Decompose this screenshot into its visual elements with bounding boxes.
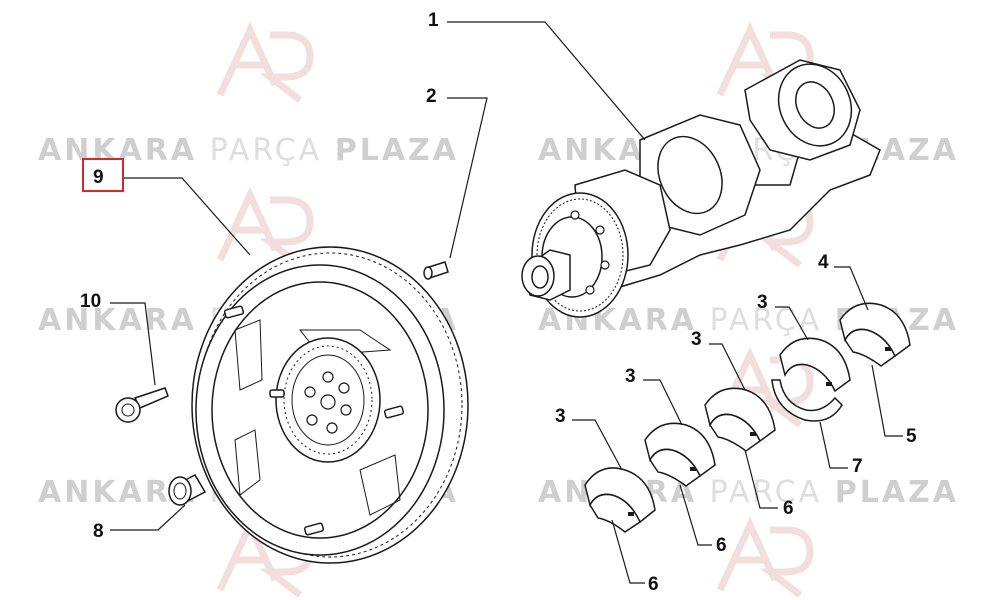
watermark-row: ANKARA PARÇA PLAZA bbox=[38, 133, 459, 168]
callout-label: 3 bbox=[757, 292, 768, 313]
bearing-shell bbox=[839, 302, 911, 367]
bearing-shell bbox=[704, 387, 776, 452]
callout-labels: 1 2 9 10 8 4 3 3 3 3 5 7 6 6 6 bbox=[80, 10, 917, 595]
watermark-logo-icon bbox=[216, 186, 314, 268]
callout-label: 5 bbox=[906, 426, 917, 447]
callout-label: 10 bbox=[80, 291, 101, 312]
part-bushing bbox=[168, 474, 207, 506]
bearing-shell bbox=[584, 467, 656, 533]
callout-label: 1 bbox=[428, 10, 439, 31]
callout-label: 2 bbox=[426, 86, 437, 107]
callout-label: 3 bbox=[691, 329, 702, 350]
callout-highlight-box bbox=[82, 158, 124, 192]
callout-label: 4 bbox=[818, 252, 829, 273]
part-dowel-pin bbox=[423, 261, 449, 280]
watermark-logo-icon bbox=[716, 516, 814, 598]
callout-label: 9 bbox=[93, 167, 104, 188]
bearing-shell-thrust bbox=[771, 337, 851, 422]
callout-label: 6 bbox=[716, 535, 727, 556]
part-bearing-shells bbox=[584, 302, 911, 533]
part-flywheel bbox=[191, 246, 469, 564]
part-crankshaft bbox=[521, 59, 881, 318]
callout-label: 3 bbox=[555, 406, 566, 427]
leader-lines bbox=[110, 21, 903, 584]
callout-label: 7 bbox=[852, 456, 863, 477]
callout-label: 8 bbox=[93, 521, 104, 542]
watermark-logo-icon bbox=[216, 21, 314, 103]
bearing-shell bbox=[644, 422, 716, 487]
callout-label: 6 bbox=[783, 498, 794, 519]
callout-label: 3 bbox=[625, 366, 636, 387]
callout-label: 6 bbox=[648, 574, 659, 595]
part-bolt bbox=[115, 387, 169, 423]
